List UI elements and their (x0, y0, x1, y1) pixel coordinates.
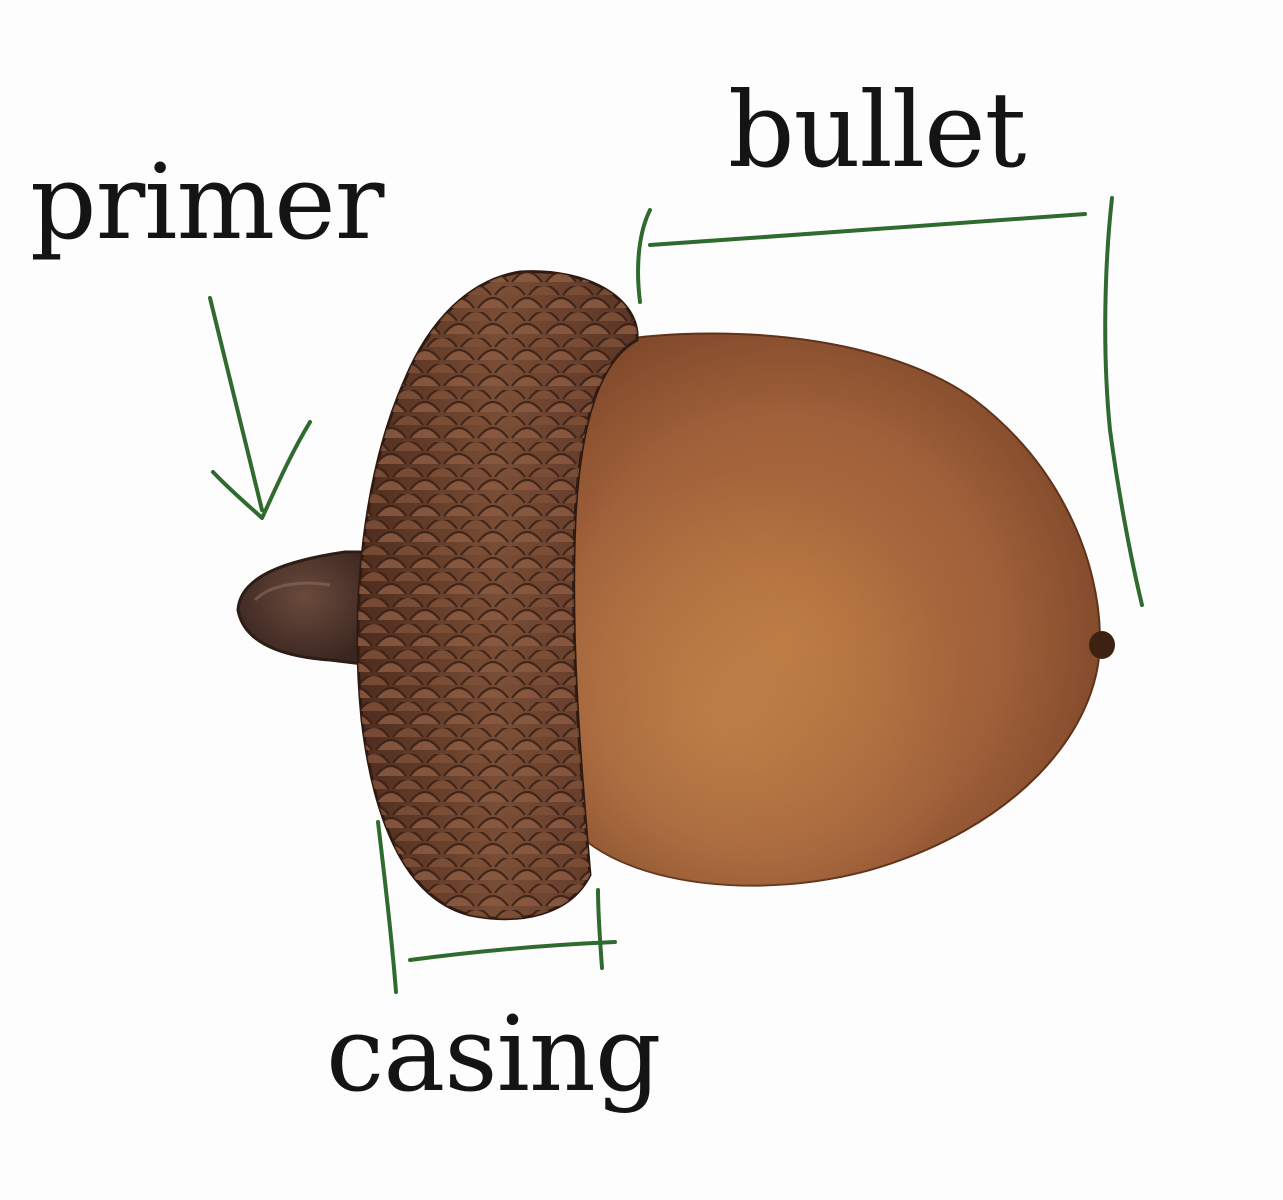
primer-label: primer (30, 141, 384, 263)
acorn-stem (236, 550, 374, 667)
bullet-label: bullet (728, 69, 1026, 191)
primer-arrow-icon (208, 296, 312, 520)
casing-bracket (376, 820, 617, 994)
bullet-bracket (636, 196, 1144, 607)
acorn-cap (356, 270, 639, 921)
acorn-nut (559, 332, 1115, 887)
casing-label: casing (326, 993, 661, 1115)
